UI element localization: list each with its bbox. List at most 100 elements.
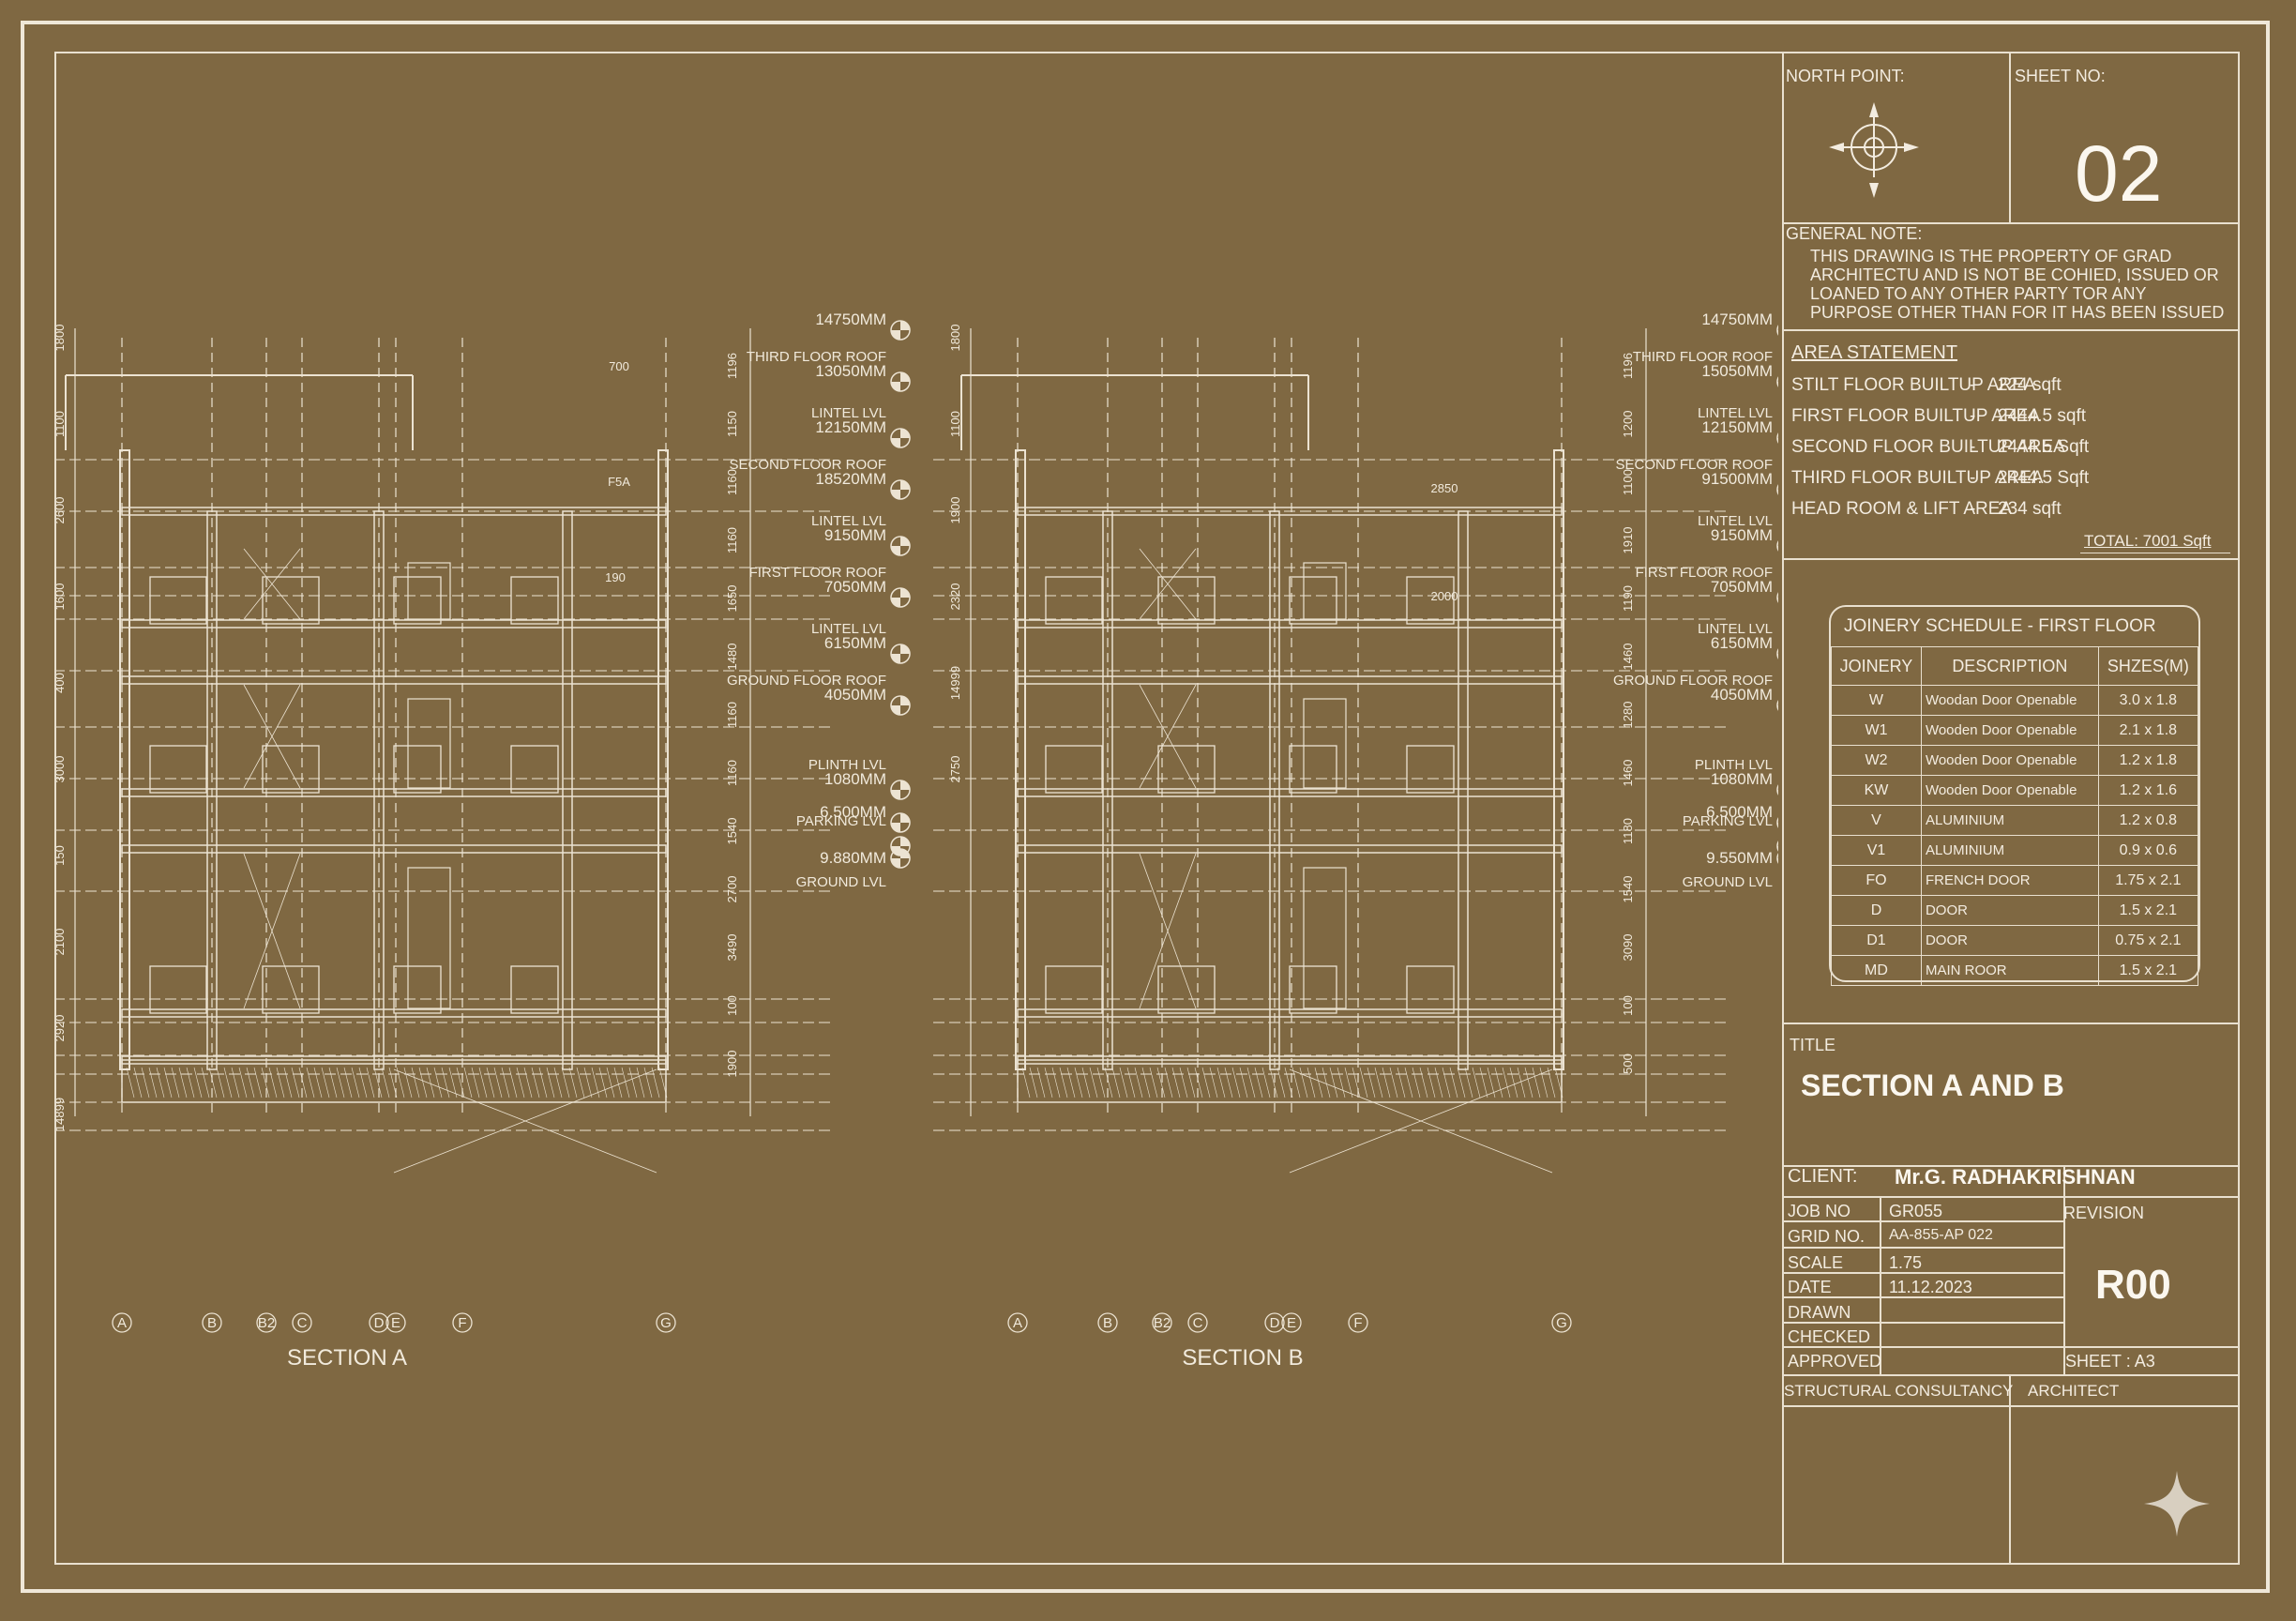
- dimension-right: 1160: [725, 702, 739, 728]
- level-name: GROUND FLOOR ROOF: [727, 673, 886, 689]
- hatch: [1427, 1067, 1436, 1098]
- grid-bubble: [292, 1312, 312, 1333]
- level-name: PARAPET LVL: [1681, 310, 1773, 313]
- area-row-value: 2444.5 Sqft: [1998, 437, 2090, 457]
- dimension-right: 1540: [725, 818, 739, 845]
- row-line-2: [1782, 1247, 2063, 1249]
- hatch: [1029, 1067, 1038, 1098]
- dimension-left: 1900: [948, 497, 962, 524]
- hatch: [1434, 1067, 1443, 1098]
- level-value: 9.880MM: [820, 849, 886, 867]
- level-name: LINTEL LVL: [811, 513, 886, 529]
- hatch: [576, 1067, 585, 1098]
- hatch: [366, 1067, 375, 1098]
- hatch: [1299, 1067, 1308, 1098]
- level-marker-fill: [1777, 598, 1778, 602]
- level-value: 6150MM: [824, 634, 886, 652]
- level-value: 7050MM: [824, 578, 886, 596]
- hatch: [1171, 1067, 1181, 1098]
- door-opening: [262, 576, 320, 625]
- dimension-right: 1900: [725, 1051, 739, 1078]
- hatch: [1419, 1067, 1428, 1098]
- level-name: GROUND LVL: [1683, 874, 1773, 890]
- area-row-label: SECOND FLOOR BUILTUP AREA: [1791, 437, 2065, 457]
- level-name: SECOND FLOOR ROOF: [729, 457, 886, 473]
- dimension-right: 1540: [1621, 876, 1635, 903]
- hatch: [171, 1067, 180, 1098]
- level-value: 6150MM: [1711, 634, 1773, 652]
- hatch: [358, 1067, 368, 1098]
- level-marker-fill: [1777, 823, 1778, 827]
- hatch: [238, 1067, 248, 1098]
- area-row-dash: -: [1970, 468, 1976, 488]
- area-row-dash: -: [1970, 499, 1976, 519]
- dimension-right: 1200: [1621, 411, 1635, 438]
- joinery-cell-description: Wooden Door Openable: [1920, 775, 2099, 806]
- slab: [121, 675, 667, 685]
- hatch: [1337, 1067, 1346, 1098]
- hatch: [321, 1067, 330, 1098]
- level-name: PARKING LVL: [1683, 813, 1773, 829]
- dimension-left: 1100: [56, 411, 67, 437]
- dimension-left: 2320: [948, 583, 962, 611]
- hatch: [1494, 1067, 1503, 1098]
- hatch: [373, 1067, 383, 1098]
- door-opening: [1157, 745, 1216, 794]
- grid-bubble: [112, 1312, 132, 1333]
- hatch: [186, 1067, 195, 1098]
- level-name: PLINTH LVL: [1695, 757, 1773, 773]
- level-value: 6.500MM: [1706, 803, 1773, 821]
- hatch: [268, 1067, 278, 1098]
- joinery-header-size: SHZES(M): [2097, 646, 2199, 686]
- title-block-left-border: [1782, 52, 1784, 1565]
- level-value: 1080MM: [824, 770, 886, 788]
- level-value: 9150MM: [1711, 526, 1773, 544]
- joinery-cell-size: 1.75 x 2.1: [2097, 865, 2199, 896]
- date-value: 11.12.2023: [1889, 1278, 1972, 1296]
- joinery-cell-size: 3.0 x 1.8: [2097, 685, 2199, 716]
- grid-label: E: [391, 1315, 400, 1331]
- joinery-cell-code: W2: [1831, 745, 1922, 776]
- title-label: TITLE: [1790, 1036, 1836, 1054]
- cross-hatch: [1139, 684, 1197, 789]
- dimension-left: 2600: [56, 497, 67, 524]
- joinery-cell-code: MD: [1831, 955, 1922, 986]
- slab: [121, 844, 667, 854]
- north-arrow-icon: [1829, 102, 1919, 198]
- window: [1303, 698, 1347, 789]
- hatch: [313, 1067, 323, 1098]
- level-marker-fill: [891, 644, 910, 663]
- hatch: [1179, 1067, 1188, 1098]
- level-value: 4050MM: [824, 686, 886, 704]
- hatch: [1479, 1067, 1488, 1098]
- level-name: LINTEL LVL: [1698, 405, 1773, 421]
- hatch: [471, 1067, 480, 1098]
- hatch: [1284, 1067, 1293, 1098]
- joinery-cell-description: DOOR: [1920, 895, 2099, 926]
- level-marker-fill: [891, 537, 910, 555]
- grid-bubble: [1097, 1312, 1118, 1333]
- hatch: [1322, 1067, 1331, 1098]
- column: [206, 510, 218, 1070]
- hatch: [1292, 1067, 1301, 1098]
- hatch: [178, 1067, 188, 1098]
- hatch: [1081, 1067, 1091, 1098]
- level-marker-fill: [891, 849, 910, 868]
- column: [1458, 510, 1469, 1070]
- hatch: [456, 1067, 465, 1098]
- hatch: [658, 1067, 668, 1098]
- level-value: 14750MM: [815, 311, 886, 328]
- joinery-cell-size: 1.2 x 1.8: [2097, 745, 2199, 776]
- hatch: [1141, 1067, 1151, 1098]
- hatch: [628, 1067, 638, 1098]
- room-mark: 2850: [1431, 481, 1458, 495]
- joinery-cell-code: D1: [1831, 925, 1922, 956]
- room-mark: 2000: [1431, 589, 1458, 603]
- area-row-value: 2444.5 Sqft: [1998, 468, 2090, 488]
- hatch: [1539, 1067, 1548, 1098]
- hatch: [1509, 1067, 1518, 1098]
